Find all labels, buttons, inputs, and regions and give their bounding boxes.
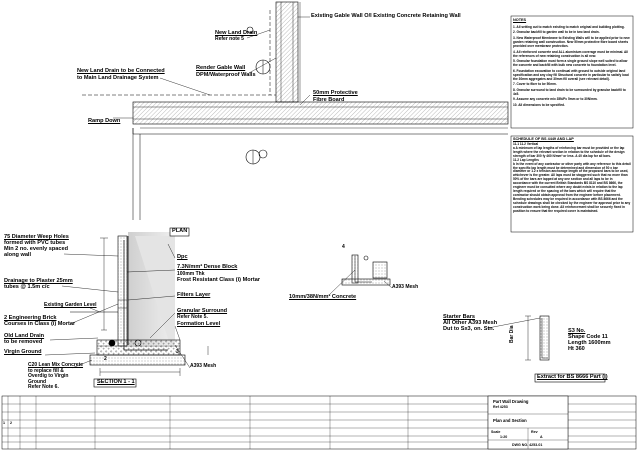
- title-scale-label: Scale: [491, 430, 501, 434]
- label-starter-1: Starter Bars: [443, 314, 476, 320]
- label-mesh-a393-b: A393 Mesh: [392, 284, 419, 290]
- label-gable-wall: Existing Gable Wall O/l Existing Concret…: [311, 13, 461, 19]
- mesh-detail: [329, 254, 393, 295]
- label-gable-finish-1: Render Gable Wall: [196, 65, 246, 71]
- label-extract: Extract for BS 8666 Part (i): [537, 374, 608, 380]
- note-item: 1. All setting out to match existing to …: [513, 24, 625, 29]
- label-weep-2: formed with PVC tubes: [4, 240, 66, 246]
- title-project: Part Wall Drawing: [493, 399, 529, 404]
- note-item: 2. Granular backfill to garden wall to b…: [513, 30, 600, 35]
- label-shape-1: S3 No.: [568, 328, 586, 334]
- label-protective-2: Fibre Board: [313, 97, 345, 103]
- title-rev-label: Rev: [531, 430, 538, 434]
- title-left-b: 2: [10, 421, 12, 425]
- notes2-box: [510, 135, 634, 233]
- title-rev: A: [540, 435, 543, 439]
- label-old-drain-2: to be removed: [4, 339, 43, 345]
- label-weep-4: along wall: [4, 252, 32, 258]
- note2-item: 11.1 11.2 Vertical: [513, 142, 539, 147]
- label-filters: Filters Layer: [177, 292, 211, 298]
- label-plan: PLAN: [172, 228, 188, 234]
- notes2-heading: SCHEDULE OF BS 4449 AND LAP: [513, 137, 574, 141]
- notes2-panel: SCHEDULE OF BS 4449 AND LAP 11.1 11.2 Ve…: [513, 137, 631, 213]
- label-drainage-1: Drainage to Plaster 25mm: [4, 278, 73, 284]
- label-eng-brick-2: Courses in Class (i) Mortar: [4, 321, 76, 327]
- title-left-a: 1: [3, 421, 5, 425]
- title-project-sub: Ref 4253: [493, 405, 508, 409]
- label-shape-2: Shape Code 11: [568, 334, 608, 340]
- label-refer-note: Refer note 5: [215, 36, 244, 42]
- label-concrete: 10mm/38N/mm² Concrete: [289, 294, 357, 300]
- label-formation: Formation Level: [177, 321, 221, 327]
- note-item: 9. Assume any concrete mix 35N/Fc 5mm or…: [513, 97, 598, 102]
- notes-panel: NOTES 1. All setting out to match existi…: [513, 18, 631, 109]
- label-granular-2: Refer Note 5.: [177, 314, 208, 320]
- label-eng-brick-1: 2 Engineering Brick: [4, 315, 57, 321]
- label-starter-3: Dut to Sx3, on. Stn.: [443, 326, 495, 332]
- label-block-3: Frost Resistant Class (i) Mortar: [177, 277, 260, 283]
- label-lean-mix-1: C20 Lean Mix Concrete: [28, 362, 84, 368]
- note-item: 8. Granular surround to land drain to be…: [513, 87, 626, 96]
- label-ramp-down: Ramp Down: [88, 118, 121, 124]
- label-land-drain: New Land Drain: [215, 30, 258, 36]
- label-section: SECTION 1 - 1: [97, 379, 135, 385]
- note2-item: a A minimum of lap lengths of reinforcin…: [513, 146, 625, 158]
- label-shape-3: Length 1600mm: [568, 340, 611, 346]
- label-lean-mix-5: Refer Note 6.: [28, 384, 59, 390]
- note-item: 5. Granular foundation must form a singl…: [513, 59, 628, 68]
- title-sheet-no: 1:20: [500, 435, 508, 439]
- label-num-b: 3: [176, 349, 179, 355]
- label-shape-4: Ht 360: [568, 346, 585, 352]
- label-num-a: 2: [104, 356, 107, 362]
- label-land-drain-connect-1: New Land Drain to be Connected: [77, 68, 165, 74]
- note-item: 4. All reinforced concrete and ALL alumi…: [513, 49, 629, 58]
- label-mesh-a393: A393 Mesh: [190, 363, 217, 369]
- label-starter-2: All Other A393 Mesh: [443, 320, 498, 326]
- label-block-2: 100mm Thk: [177, 271, 205, 277]
- note-item: 7. Cover to fiber to be 50mm.: [513, 82, 557, 87]
- label-num-c: 4: [342, 244, 345, 250]
- label-old-drain-1: Old Land Drain: [4, 333, 45, 339]
- label-existing-ground: Existing Garden Level: [44, 302, 97, 308]
- note2-item: b In the event of any contractor or othe…: [513, 161, 631, 213]
- label-lean-mix-3: Overdig to Virgin: [28, 373, 69, 379]
- section-view: [44, 227, 209, 388]
- label-drainage-2: tubes @ 1.5m c/c: [4, 284, 50, 290]
- title-block: [1, 395, 637, 450]
- title-drawing: Plan and Section: [493, 418, 527, 423]
- label-granular-1: Granular Surround: [177, 308, 228, 314]
- label-dpc: Dpc: [177, 254, 188, 260]
- label-gable-finish-2: DPM/Waterproof Walls: [196, 72, 256, 78]
- bar-shape-detail: [487, 315, 606, 383]
- label-block-1: 7.3N/mm² Dense Block: [177, 264, 238, 270]
- note2-item: 11.2 Lap Lengths: [513, 157, 539, 162]
- title-dwg-no: DWG NO. 4253-01: [512, 443, 543, 447]
- label-bar-dia: Bar Dia: [509, 325, 515, 343]
- label-lean-mix-4: Ground: [28, 378, 47, 385]
- notes-box: [510, 15, 634, 129]
- label-lean-mix-2: to replace fill &: [28, 367, 64, 374]
- notes-heading: NOTES: [513, 18, 527, 22]
- plan-view: [82, 1, 509, 220]
- label-virgin-ground: Virgin Ground: [4, 349, 42, 355]
- label-land-drain-connect-2: to Main Land Drainage System: [77, 75, 159, 81]
- label-weep-1: 75 Diameter Weep Holes: [4, 234, 69, 240]
- label-protective-1: 50mm Protective: [313, 90, 358, 96]
- label-weep-3: Min 2 no. evenly spaced: [4, 246, 69, 252]
- note-item: 10. All dimensions to be specified.: [513, 103, 565, 108]
- note-item: 6. Foundation excavation to continual wi…: [513, 68, 629, 81]
- note-item: 3. New Waterproof Membrane to Existing W…: [513, 35, 630, 48]
